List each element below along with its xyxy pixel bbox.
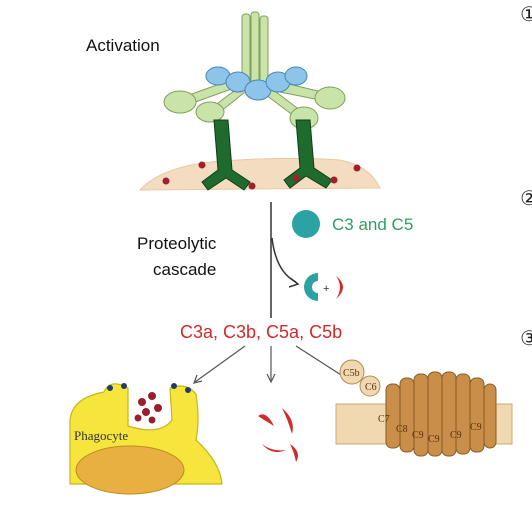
membrane-attack-complex — [335, 359, 513, 457]
mac-label-c9: C9 — [428, 434, 440, 445]
receptors — [107, 383, 191, 393]
cell-surface — [138, 157, 381, 191]
plus-sign: + — [323, 283, 329, 295]
c6-bead — [359, 375, 381, 397]
mac-label-c7: C7 — [378, 414, 390, 425]
activation-illustration — [138, 11, 381, 191]
phagocyte-label: Phagocyte — [74, 428, 128, 443]
mac-label-c9: C9 — [450, 430, 462, 441]
effect-arrows — [193, 345, 355, 384]
activation-label: Activation — [86, 36, 160, 55]
c1r-c1s-complex — [205, 66, 308, 101]
step-number-3: ③ — [520, 328, 532, 350]
mac-label-c9: C9 — [470, 422, 482, 433]
mac-label-c9: C9 — [412, 430, 424, 441]
antibodies — [201, 119, 333, 191]
c9-pore — [385, 371, 497, 457]
phagocyte-nucleus — [75, 445, 185, 495]
c3-c5-molecule-icon — [292, 210, 320, 238]
step-number-1: ① — [520, 4, 532, 26]
mac-label-c6: C6 — [365, 382, 377, 393]
cleavage-products-label: C3a, C3b, C5a, C5b — [180, 322, 343, 342]
anaphylatoxin-fragments — [258, 408, 298, 462]
opsonized-bacteria — [134, 392, 162, 424]
c3a-fragment-icon — [336, 276, 343, 299]
mac-label-c8: C8 — [396, 424, 408, 435]
mac-label-c5b: C5b — [343, 368, 360, 379]
cleavage-arrow — [271, 237, 297, 283]
antigens — [162, 161, 361, 190]
step-number-2: ② — [520, 188, 532, 210]
c1q-arms — [163, 75, 346, 130]
proteolytic-cascade-label-line1: Proteolytic — [137, 234, 217, 253]
c1q-stalk — [241, 11, 269, 85]
c3-and-c5-label: C3 and C5 — [332, 215, 414, 234]
proteolytic-cascade-label-line2: cascade — [153, 260, 217, 279]
c5b-bead — [339, 359, 365, 385]
phagocyte — [69, 383, 223, 495]
c3b-fragment-icon — [304, 273, 318, 301]
